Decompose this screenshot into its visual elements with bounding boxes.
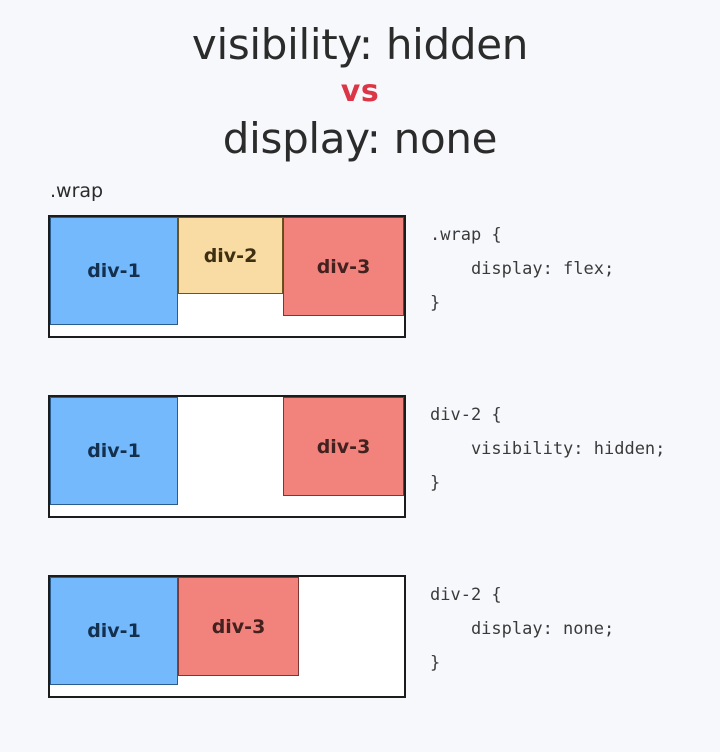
title-vs-separator: vs — [340, 74, 380, 109]
flex-item-label: div-1 — [87, 620, 141, 642]
diagram-row-display-none: div-1 div-3 div-2 { display: none; } — [0, 540, 720, 710]
wrap-label: .wrap — [50, 180, 104, 202]
code-snippet-display-none: div-2 { display: none; } — [430, 585, 615, 673]
flex-item-label: div-1 — [87, 260, 141, 282]
flex-item-div-3: div-3 — [178, 577, 299, 676]
flex-item-div-3: div-3 — [283, 217, 404, 316]
title-block: visibility: hidden vs display: none — [0, 18, 720, 166]
code-snippet-wrap-flex: .wrap { display: flex; } — [430, 225, 615, 313]
wrap-container: div-1 div-3 — [48, 395, 406, 518]
flex-children-row: div-1 div-2 div-3 — [50, 217, 404, 336]
title-line-display-none: display: none — [222, 114, 498, 163]
title-line-visibility-hidden: visibility: hidden — [191, 20, 529, 69]
diagram-row-visibility-hidden: div-1 div-3 div-2 { visibility: hidden; } — [0, 360, 720, 530]
flex-item-div-2: div-2 — [178, 217, 283, 294]
flex-item-div-1: div-1 — [50, 397, 178, 505]
wrap-container: div-1 div-3 — [48, 575, 406, 698]
code-snippet-visibility-hidden: div-2 { visibility: hidden; } — [430, 405, 666, 493]
diagram-row-flex: .wrap div-1 div-2 div-3 .wrap { display: f… — [0, 180, 720, 350]
flex-item-label: div-1 — [87, 440, 141, 462]
flex-item-label: div-3 — [316, 255, 371, 278]
flex-children-row: div-1 div-3 — [50, 397, 404, 516]
flex-item-div-1: div-1 — [50, 577, 178, 685]
wrap-container: div-1 div-2 div-3 — [48, 215, 406, 338]
flex-children-row: div-1 div-3 — [50, 577, 404, 696]
flex-item-div-1: div-1 — [50, 217, 178, 325]
flex-item-div-3: div-3 — [283, 397, 404, 496]
flex-item-label: div-2 — [203, 244, 258, 267]
flex-item-label: div-3 — [316, 435, 371, 458]
flex-item-div-2 — [178, 397, 283, 474]
flex-item-label: div-3 — [211, 615, 266, 638]
